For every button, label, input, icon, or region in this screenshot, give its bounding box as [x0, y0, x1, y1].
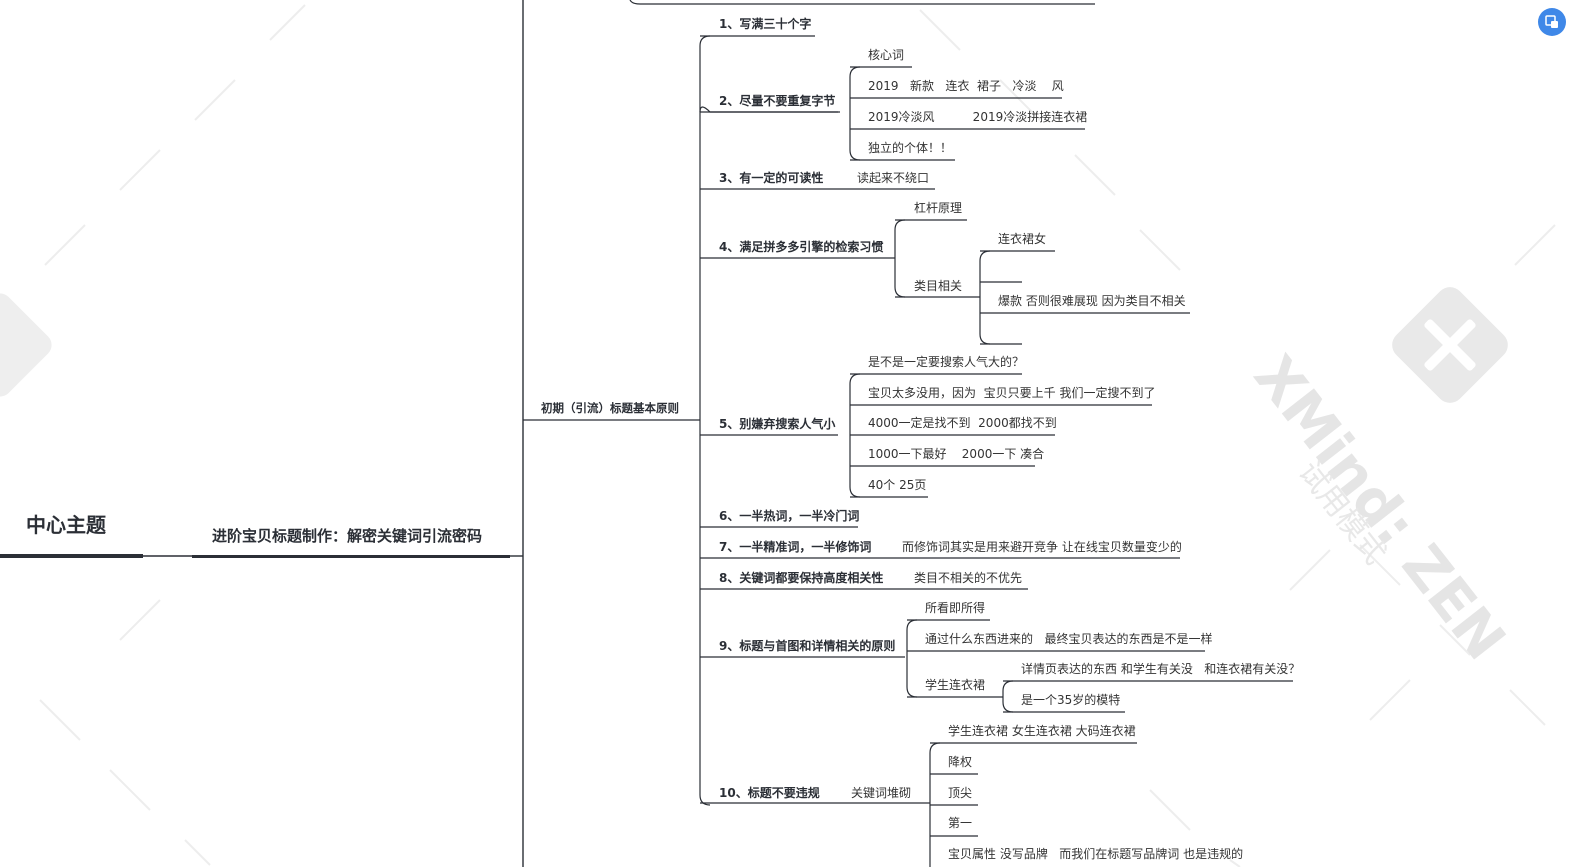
- rule-4[interactable]: 4、满足拼多多引擎的检索习惯: [719, 240, 884, 254]
- rule-6[interactable]: 6、一半热词，一半冷门词: [719, 509, 860, 523]
- rule10-top[interactable]: 顶尖: [948, 786, 973, 800]
- rule7-modifier[interactable]: 而修饰词其实是用来避开竞争 让在线宝贝数量变少的: [902, 540, 1182, 554]
- rule10-student-dresses[interactable]: 学生连衣裙 女生连衣裙 大码连衣裙: [948, 724, 1136, 738]
- rule-10[interactable]: 10、标题不要违规: [719, 786, 820, 800]
- branch-topic[interactable]: 初期（引流）标题基本原则: [541, 401, 679, 415]
- rule10-brand[interactable]: 宝贝属性 没写品牌 而我们在标题写品牌词 也是违规的: [948, 847, 1244, 861]
- rule8-category[interactable]: 类目不相关的不优先: [914, 571, 1023, 585]
- central-topic[interactable]: 中心主题: [26, 513, 106, 537]
- rule9-student-dress[interactable]: 学生连衣裙: [925, 678, 986, 692]
- rule9-wysiwyg[interactable]: 所看即所得: [925, 601, 986, 615]
- main-topic-underline: [192, 555, 510, 558]
- rule2-word-split[interactable]: 2019 新款 连衣 裙子 冷淡 风: [868, 79, 1064, 93]
- rule9-detail-page[interactable]: 详情页表达的东西 和学生有关没 和连衣裙有关没？: [1021, 662, 1301, 676]
- rule-7[interactable]: 7、一半精准词，一半修饰词: [719, 540, 872, 554]
- rule-3[interactable]: 3、有一定的可读性: [719, 171, 824, 185]
- window-icon: [1545, 15, 1558, 28]
- rule10-stacking[interactable]: 关键词堆砌: [851, 786, 912, 800]
- main-topic[interactable]: 进阶宝贝标题制作：解密关键词引流密码: [212, 527, 483, 545]
- rule9-entry[interactable]: 通过什么东西进来的 最终宝贝表达的东西是不是一样: [925, 632, 1213, 646]
- rule-5[interactable]: 5、别嫌弃搜索人气小: [719, 417, 836, 431]
- rule2-independent[interactable]: 独立的个体！！: [868, 141, 953, 155]
- central-topic-underline: [0, 554, 143, 558]
- rule4-lever[interactable]: 杠杆原理: [914, 201, 963, 215]
- window-button[interactable]: [1538, 8, 1566, 36]
- rule4-category[interactable]: 类目相关: [914, 279, 963, 293]
- rule5-too-many[interactable]: 宝贝太多没用，因为 宝贝只要上千 我们一定搜不到了: [868, 386, 1156, 400]
- rule4-dress-women[interactable]: 连衣裙女: [998, 232, 1047, 246]
- rule2-combinations[interactable]: 2019冷淡风 2019冷淡拼接连衣裙: [868, 110, 1088, 124]
- rule10-demote[interactable]: 降权: [948, 755, 973, 769]
- rule5-question[interactable]: 是不是一定要搜索人气大的？: [868, 355, 1025, 369]
- rule-9[interactable]: 9、标题与首图和详情相关的原则: [719, 639, 896, 653]
- rule10-first[interactable]: 第一: [948, 816, 973, 830]
- rule3-readable[interactable]: 读起来不绕口: [857, 171, 930, 185]
- rule5-40-25[interactable]: 40个 25页: [868, 478, 927, 492]
- rule-8[interactable]: 8、关键词都要保持高度相关性: [719, 571, 884, 585]
- rule2-core-word[interactable]: 核心词: [868, 48, 905, 62]
- rule9-model[interactable]: 是一个35岁的模特: [1021, 693, 1121, 707]
- rule5-4000[interactable]: 4000一定是找不到 2000都找不到: [868, 416, 1057, 430]
- rule5-1000[interactable]: 1000一下最好 2000一下 凑合: [868, 447, 1045, 461]
- background-dashes: [39, 4, 1556, 867]
- rule4-hot-item[interactable]: 爆款 否则很难展现 因为类目不相关: [998, 294, 1186, 308]
- rule-2[interactable]: 2、尽量不要重复字节: [719, 94, 836, 108]
- rule-1[interactable]: 1、写满三十个字: [719, 17, 812, 31]
